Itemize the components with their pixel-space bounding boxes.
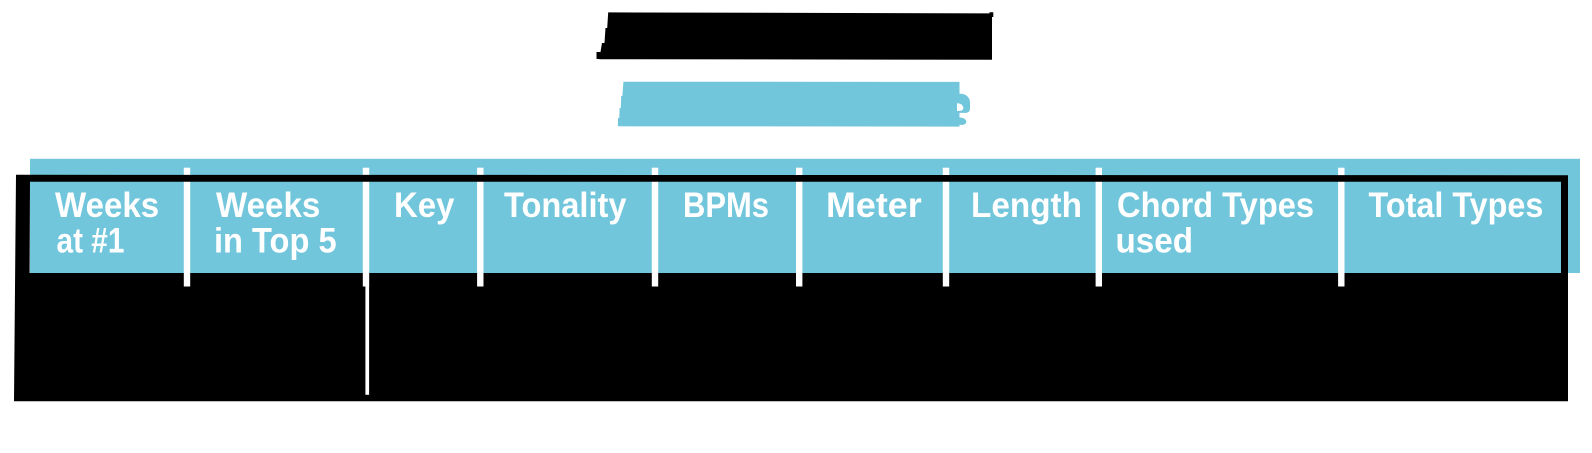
svg-text:Tonality: Tonality [504,186,627,225]
svg-text:Total Types: Total Types [1369,186,1544,225]
svg-text:Chord Types: Chord Types [1117,186,1314,225]
svg-text:Key: Key [394,186,455,225]
svg-text:Weeks: Weeks [216,186,320,225]
svg-text:Meter: Meter [826,186,922,225]
svg-text:Weeks: Weeks [55,186,159,225]
svg-text:in Top 5: in Top 5 [214,222,337,261]
svg-text:at #1: at #1 [57,222,125,261]
svg-text:used: used [1116,222,1194,261]
svg-text:BPMs: BPMs [683,186,769,225]
svg-text:Length: Length [971,186,1082,225]
